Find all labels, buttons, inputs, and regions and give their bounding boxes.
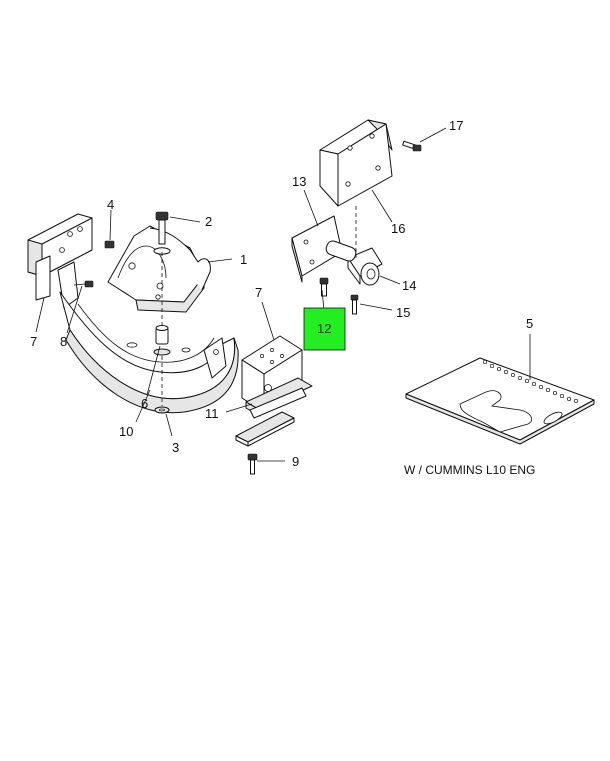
bushing-block — [325, 240, 383, 286]
mount-bolt — [153, 211, 171, 255]
bushing-bolt — [350, 294, 359, 315]
shim-plate — [405, 357, 595, 445]
lower-bolt — [247, 453, 258, 475]
callout-14[interactable]: 14 — [402, 278, 416, 293]
mount-bolt-right — [319, 277, 329, 297]
lower-pad — [235, 411, 295, 447]
callout-labels: 1 2 3 4 5 6 7 7 8 9 10 11 12 13 14 15 16… — [30, 118, 533, 469]
crossmember — [59, 291, 239, 414]
callout-11[interactable]: 11 — [205, 406, 219, 421]
callout-9[interactable]: 9 — [292, 454, 299, 469]
callout-1[interactable]: 1 — [240, 252, 247, 267]
callout-7-left[interactable]: 7 — [30, 334, 37, 349]
callout-2[interactable]: 2 — [205, 214, 212, 229]
callout-13[interactable]: 13 — [292, 174, 306, 189]
leader-lines — [35, 127, 531, 462]
washer — [154, 406, 170, 414]
callout-16[interactable]: 16 — [391, 221, 405, 236]
callout-6[interactable]: 6 — [141, 396, 148, 411]
callout-10[interactable]: 10 — [119, 424, 133, 439]
callout-15[interactable]: 15 — [396, 305, 410, 320]
callout-8[interactable]: 8 — [60, 334, 67, 349]
isolator — [153, 325, 171, 356]
engine-note: W / CUMMINS L10 ENG — [404, 463, 535, 477]
callout-5[interactable]: 5 — [526, 316, 533, 331]
rubber-insulator — [245, 377, 313, 419]
wedge-bracket — [319, 119, 393, 207]
callout-12-highlight — [303, 307, 346, 351]
callout-12[interactable]: 12 — [317, 321, 331, 336]
callout-7-center[interactable]: 7 — [255, 285, 262, 300]
callout-3[interactable]: 3 — [172, 440, 179, 455]
bracket-bolt-upper — [402, 140, 422, 152]
callout-4[interactable]: 4 — [107, 197, 114, 212]
frame-bracket-left — [27, 213, 93, 301]
hex-nut — [104, 240, 115, 249]
callout-17[interactable]: 17 — [449, 118, 463, 133]
